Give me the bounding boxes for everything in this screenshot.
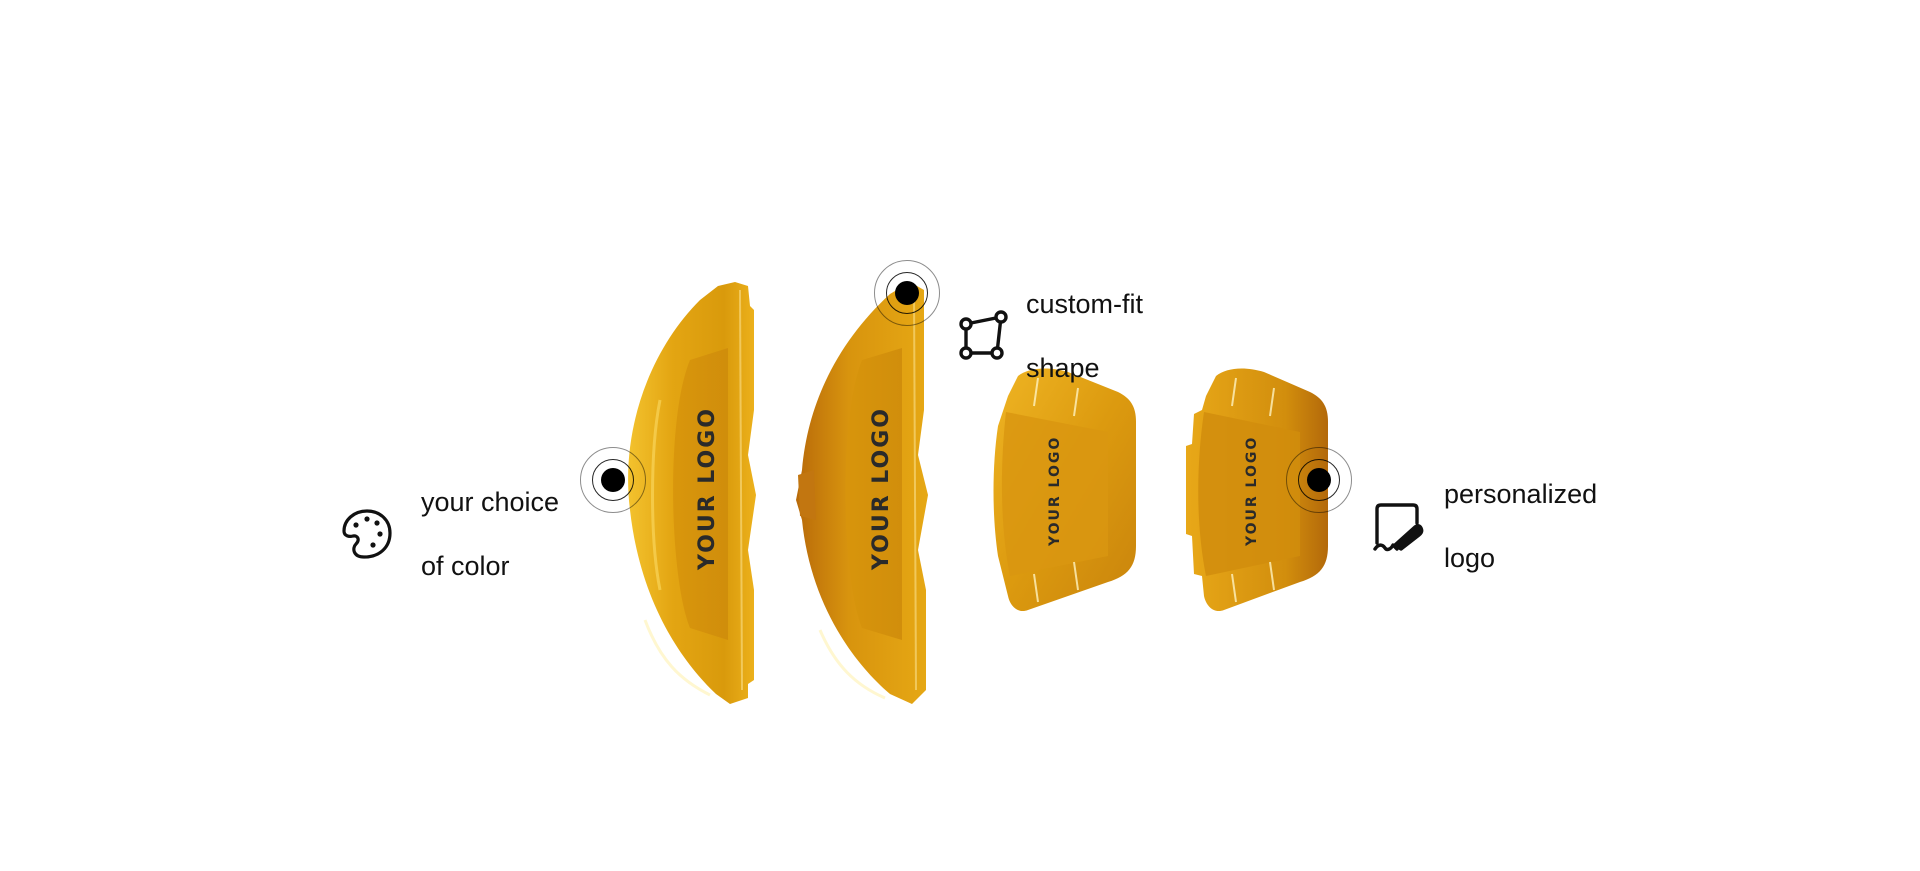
hotspot-dot [1307, 468, 1331, 492]
feature-label-line: logo [1444, 543, 1496, 573]
hotspot-shape[interactable] [874, 260, 940, 326]
caliper-rear-left: YOUR LOGO [993, 368, 1136, 612]
feature-shape: custom-fit shape [956, 256, 1143, 416]
feature-label: personalized logo [1444, 446, 1597, 606]
feature-label-line: personalized [1444, 479, 1598, 509]
hotspot-inner-ring [886, 272, 928, 314]
feature-label-line: your choice [421, 487, 560, 517]
feature-label-line: custom-fit [1026, 289, 1144, 319]
hotspot-inner-ring [592, 459, 634, 501]
hotspot-logo[interactable] [1286, 447, 1352, 513]
signature-icon [1370, 498, 1426, 554]
feature-label-line: of color [421, 551, 510, 581]
caliper-logo-text: YOUR LOGO [695, 407, 720, 571]
caliper-logo-text: YOUR LOGO [1047, 436, 1063, 547]
polygon-nodes-icon [956, 308, 1012, 364]
palette-icon [339, 506, 395, 562]
hotspot-color[interactable] [580, 447, 646, 513]
caliper-logo-text: YOUR LOGO [1244, 436, 1260, 547]
feature-label: your choice of color [421, 454, 559, 614]
hotspot-outer-ring [874, 260, 940, 326]
caliper-logo-text: YOUR LOGO [869, 407, 894, 571]
hotspot-outer-ring [1286, 447, 1352, 513]
hotspot-outer-ring [580, 447, 646, 513]
feature-logo: personalized logo [1370, 446, 1597, 606]
hotspot-inner-ring [1298, 459, 1340, 501]
caliper-front-right: YOUR LOGO [796, 282, 928, 704]
caliper-front-left: YOUR LOGO [628, 282, 756, 704]
hotspot-dot [601, 468, 625, 492]
hotspot-dot [895, 281, 919, 305]
feature-label-line: shape [1026, 353, 1100, 383]
feature-color: your choice of color [339, 454, 559, 614]
feature-label: custom-fit shape [1026, 256, 1143, 416]
caliper-rear-right: YOUR LOGO [1186, 368, 1328, 612]
